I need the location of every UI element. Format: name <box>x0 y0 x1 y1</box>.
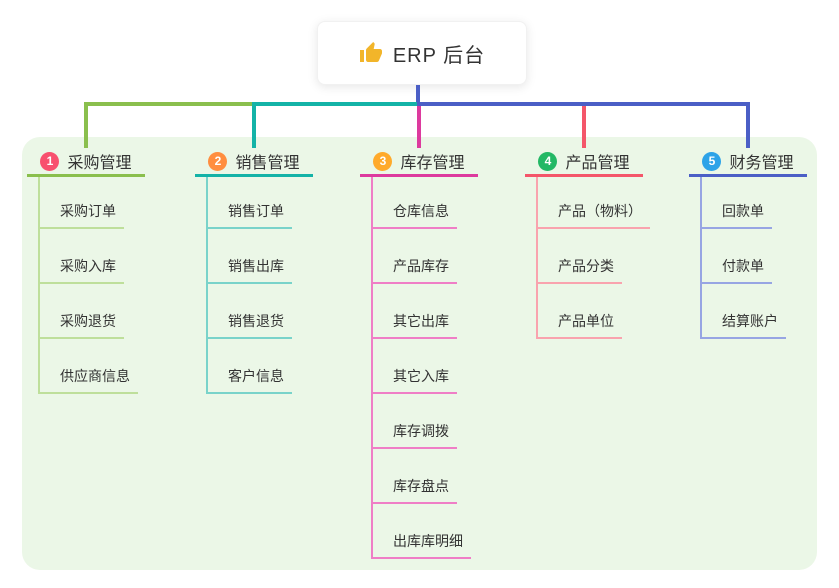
thumbs-up-icon <box>359 41 383 65</box>
child-label: 库存调拨 <box>393 423 449 439</box>
child-node[interactable]: 供应商信息 <box>40 339 138 394</box>
child-label: 销售退货 <box>228 313 284 329</box>
child-node[interactable]: 库存调拨 <box>373 394 457 449</box>
child-node[interactable]: 其它入库 <box>373 339 457 394</box>
child-node[interactable]: 付款单 <box>702 229 772 284</box>
child-label: 产品（物料） <box>558 203 642 219</box>
child-node[interactable]: 出库库明细 <box>373 504 471 559</box>
child-node[interactable]: 其它出库 <box>373 284 457 339</box>
branch-node[interactable]: 1 采购管理 <box>27 148 145 177</box>
branch-connector-line-2 <box>252 102 256 148</box>
branch-label: 库存管理 <box>400 155 465 172</box>
child-label: 付款单 <box>722 258 764 274</box>
branch-5: 5 财务管理回款单付款单结算账户 <box>689 148 807 339</box>
root-connector-line <box>416 85 420 102</box>
child-label: 产品分类 <box>558 258 614 274</box>
trunk-segment-right <box>417 102 750 106</box>
branch-children: 产品（物料） 产品分类产品单位 <box>536 177 650 339</box>
branch-children: 回款单付款单结算账户 <box>700 177 786 339</box>
branch-label: 产品管理 <box>565 155 630 172</box>
child-node[interactable]: 销售出库 <box>208 229 292 284</box>
child-label: 产品库存 <box>393 258 449 274</box>
branch-children: 采购订单采购入库采购退货供应商信息 <box>38 177 138 394</box>
branch-3: 3 库存管理仓库信息产品库存其它出库其它入库库存调拨库存盘点出库库明细 <box>360 148 478 559</box>
child-node[interactable]: 结算账户 <box>702 284 786 339</box>
child-node[interactable]: 销售订单 <box>208 177 292 229</box>
branch-node[interactable]: 2 销售管理 <box>195 148 313 177</box>
child-label: 回款单 <box>722 203 764 219</box>
child-node[interactable]: 产品库存 <box>373 229 457 284</box>
child-label: 客户信息 <box>228 368 284 384</box>
branch-connector-line-4 <box>582 102 586 148</box>
branch-index-badge: 1 <box>40 151 60 171</box>
trunk-segment-left <box>84 102 254 106</box>
branch-index-badge: 2 <box>208 151 228 171</box>
branch-connector-line-1 <box>84 102 88 148</box>
branch-label: 采购管理 <box>67 155 132 172</box>
child-label: 采购退货 <box>60 313 116 329</box>
branch-label: 销售管理 <box>235 155 300 172</box>
trunk-segment-mid <box>252 102 421 106</box>
child-node[interactable]: 销售退货 <box>208 284 292 339</box>
branch-4: 4 产品管理产品（物料） 产品分类产品单位 <box>525 148 650 339</box>
child-node[interactable]: 客户信息 <box>208 339 292 394</box>
child-node[interactable]: 回款单 <box>702 177 772 229</box>
root-node[interactable]: ERP 后台 <box>317 21 527 85</box>
child-label: 销售出库 <box>228 258 284 274</box>
branch-index-badge: 3 <box>373 151 393 171</box>
child-node[interactable]: 库存盘点 <box>373 449 457 504</box>
child-label: 库存盘点 <box>393 478 449 494</box>
branch-label: 财务管理 <box>729 155 794 172</box>
child-label: 产品单位 <box>558 313 614 329</box>
child-label: 供应商信息 <box>60 368 130 384</box>
child-label: 采购订单 <box>60 203 116 219</box>
child-node[interactable]: 仓库信息 <box>373 177 457 229</box>
child-node[interactable]: 产品分类 <box>538 229 622 284</box>
child-label: 仓库信息 <box>393 203 449 219</box>
child-label: 出库库明细 <box>393 533 463 549</box>
branch-children: 销售订单销售出库销售退货客户信息 <box>206 177 292 394</box>
branch-children: 仓库信息产品库存其它出库其它入库库存调拨库存盘点出库库明细 <box>371 177 471 559</box>
branch-connector-line-3 <box>417 102 421 148</box>
child-label: 结算账户 <box>722 313 778 329</box>
branch-index-badge: 5 <box>702 151 722 171</box>
branch-node[interactable]: 3 库存管理 <box>360 148 478 177</box>
branch-node[interactable]: 4 产品管理 <box>525 148 643 177</box>
child-node[interactable]: 采购入库 <box>40 229 124 284</box>
child-label: 采购入库 <box>60 258 116 274</box>
child-node[interactable]: 产品（物料） <box>538 177 650 229</box>
child-label: 其它入库 <box>393 368 449 384</box>
child-label: 销售订单 <box>228 203 284 219</box>
child-node[interactable]: 采购退货 <box>40 284 124 339</box>
branch-2: 2 销售管理销售订单销售出库销售退货客户信息 <box>195 148 313 394</box>
root-label: ERP 后台 <box>392 44 486 67</box>
child-label: 其它出库 <box>393 313 449 329</box>
child-node[interactable]: 采购订单 <box>40 177 124 229</box>
mindmap-panel <box>22 137 817 570</box>
child-node[interactable]: 产品单位 <box>538 284 622 339</box>
branch-node[interactable]: 5 财务管理 <box>689 148 807 177</box>
branch-connector-line-5 <box>746 102 750 148</box>
branch-1: 1 采购管理采购订单采购入库采购退货供应商信息 <box>27 148 145 394</box>
branch-index-badge: 4 <box>538 151 558 171</box>
